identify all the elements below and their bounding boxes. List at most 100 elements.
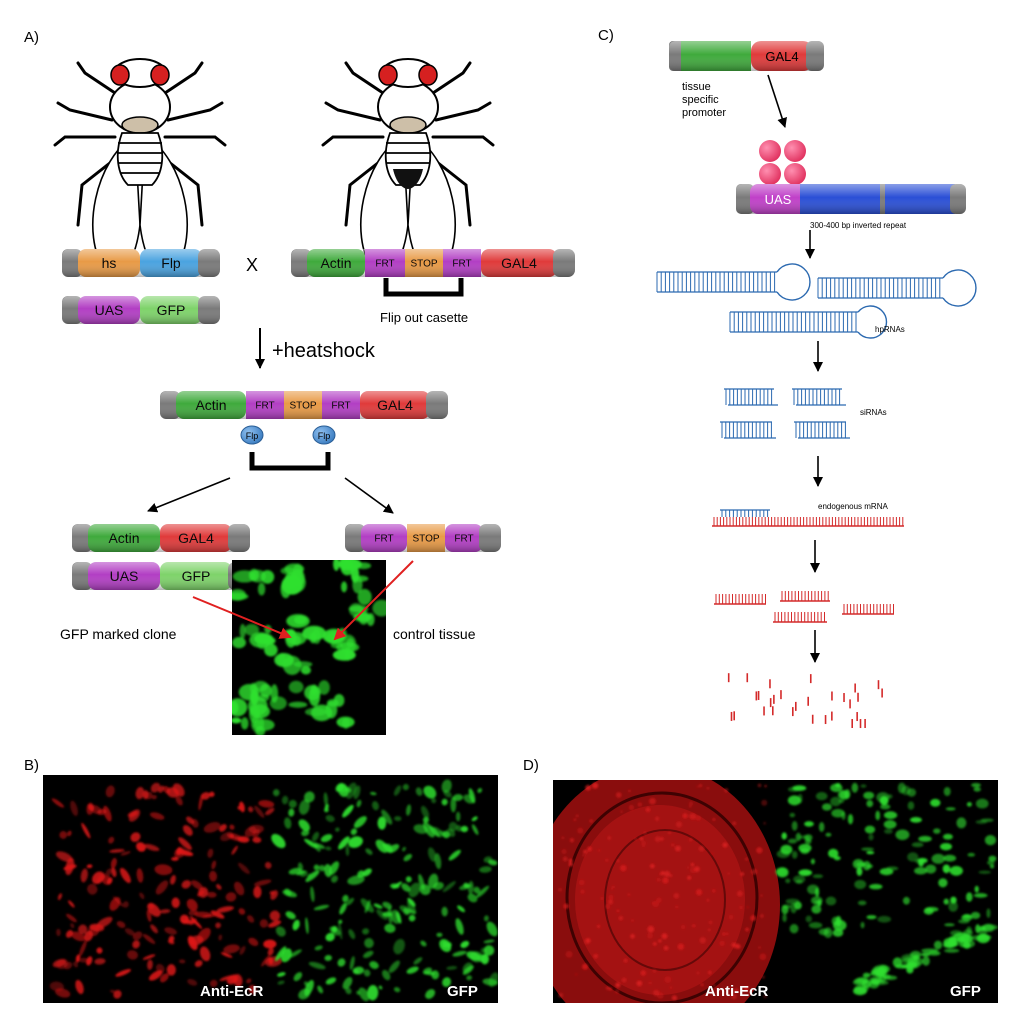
ecr-signal xyxy=(712,889,716,893)
gfp-signal xyxy=(853,977,869,985)
ecr-signal xyxy=(680,924,686,930)
ecr-signal xyxy=(647,925,655,933)
ecr-signal xyxy=(51,798,65,808)
gfp-signal xyxy=(455,918,464,935)
gfp-signal xyxy=(877,915,892,923)
gfp-signal xyxy=(275,926,286,937)
gfp-signal xyxy=(868,833,874,841)
gfp-signal xyxy=(405,876,412,883)
gfp-signal xyxy=(471,816,478,822)
ecr-signal xyxy=(673,892,680,899)
gfp-signal xyxy=(782,913,787,923)
ecr-signal xyxy=(708,928,711,932)
gfp-signal xyxy=(413,957,423,965)
promoter-gal4-construct xyxy=(669,41,824,71)
ecr-signal xyxy=(712,818,716,821)
gfp-signal xyxy=(986,908,991,919)
ecr-signal xyxy=(557,887,563,892)
sirna-duplex xyxy=(724,388,778,406)
ecr-signal xyxy=(223,944,240,954)
ecr-signal xyxy=(589,819,593,823)
ecr-signal xyxy=(168,935,175,942)
gfp-signal xyxy=(781,904,792,909)
ecr-signal xyxy=(79,957,89,963)
ecr-signal xyxy=(52,959,67,968)
gfp-signal xyxy=(943,898,949,905)
ecr-signal xyxy=(641,840,647,846)
gfp-signal xyxy=(338,922,343,940)
flip-out-label: Flip out casette xyxy=(380,310,468,325)
gfp-signal xyxy=(298,819,310,832)
ecr-signal xyxy=(219,824,227,832)
mrna-fragment xyxy=(780,591,830,602)
gfp-signal xyxy=(293,972,303,982)
ecr-signal xyxy=(585,784,591,791)
ecr-signal xyxy=(669,874,673,877)
hairpin-rna xyxy=(729,305,888,339)
gfp-signal xyxy=(883,820,897,829)
cross-symbol: X xyxy=(246,255,258,275)
ecr-signal xyxy=(209,870,218,882)
ecr-signal xyxy=(654,816,660,821)
gfp-signal xyxy=(303,791,315,803)
ecr-signal xyxy=(574,973,578,976)
ecr-signal xyxy=(598,849,601,852)
gfp-signal xyxy=(378,985,383,990)
gfp-signal xyxy=(342,804,354,818)
gfp-signal xyxy=(387,844,400,854)
panel-label-a: A) xyxy=(24,29,39,46)
gfp-clone-blob xyxy=(288,701,308,708)
gfp-signal xyxy=(854,984,869,993)
arrow-to-control xyxy=(344,477,394,514)
gfp-signal xyxy=(335,783,344,792)
gfp-signal xyxy=(943,786,951,797)
gfp-signal xyxy=(460,940,470,948)
panel-label-b: B) xyxy=(24,757,39,774)
gfp-signal xyxy=(298,988,311,1000)
ecr-signal xyxy=(577,827,584,834)
ecr-signal xyxy=(159,909,171,914)
gfp-signal xyxy=(961,914,973,921)
ecr-signal xyxy=(143,843,160,852)
gfp-signal xyxy=(304,981,310,987)
ecr-signal xyxy=(734,988,739,993)
ecr-signal xyxy=(247,915,255,923)
hairpin-rnas xyxy=(656,263,977,339)
gfp-signal xyxy=(288,949,302,958)
gfp-signal xyxy=(930,798,941,807)
red-arrow-control xyxy=(333,560,414,641)
sirna-label: siRNAs xyxy=(860,408,887,417)
gfp-signal xyxy=(468,788,476,804)
gfp-signal xyxy=(989,864,995,869)
gfp-signal xyxy=(335,827,340,832)
gfp-signal xyxy=(349,956,355,970)
ecr-signal xyxy=(620,810,623,813)
gfp-signal xyxy=(804,821,814,827)
gfp-signal xyxy=(356,990,361,995)
gfp-signal xyxy=(313,904,330,911)
ecr-signal xyxy=(674,845,681,852)
ecr-signal xyxy=(171,897,180,909)
gfp-signal xyxy=(828,848,839,859)
gfp-signal xyxy=(381,809,393,825)
ecr-signal xyxy=(675,905,679,909)
ecr-signal xyxy=(194,960,203,968)
ecr-signal xyxy=(248,824,264,834)
ecr-signal xyxy=(132,931,143,941)
gfp-signal xyxy=(402,846,406,852)
ecr-signal xyxy=(182,825,193,836)
gfp-signal xyxy=(870,978,881,985)
gfp-clone-blob xyxy=(357,588,372,606)
ecr-signal xyxy=(148,902,155,910)
gfp-signal xyxy=(910,817,922,823)
gfp-signal xyxy=(408,882,421,898)
gfp-clone-blob xyxy=(244,623,260,636)
ecr-signal xyxy=(562,856,568,862)
ecr-signal xyxy=(760,894,763,897)
ecr-signal xyxy=(605,986,610,991)
gfp-signal xyxy=(423,785,437,799)
panel-label-d: D) xyxy=(523,757,539,774)
ecr-signal xyxy=(695,815,702,821)
clone-microscopy-image xyxy=(232,560,386,735)
gfp-signal xyxy=(781,832,787,840)
